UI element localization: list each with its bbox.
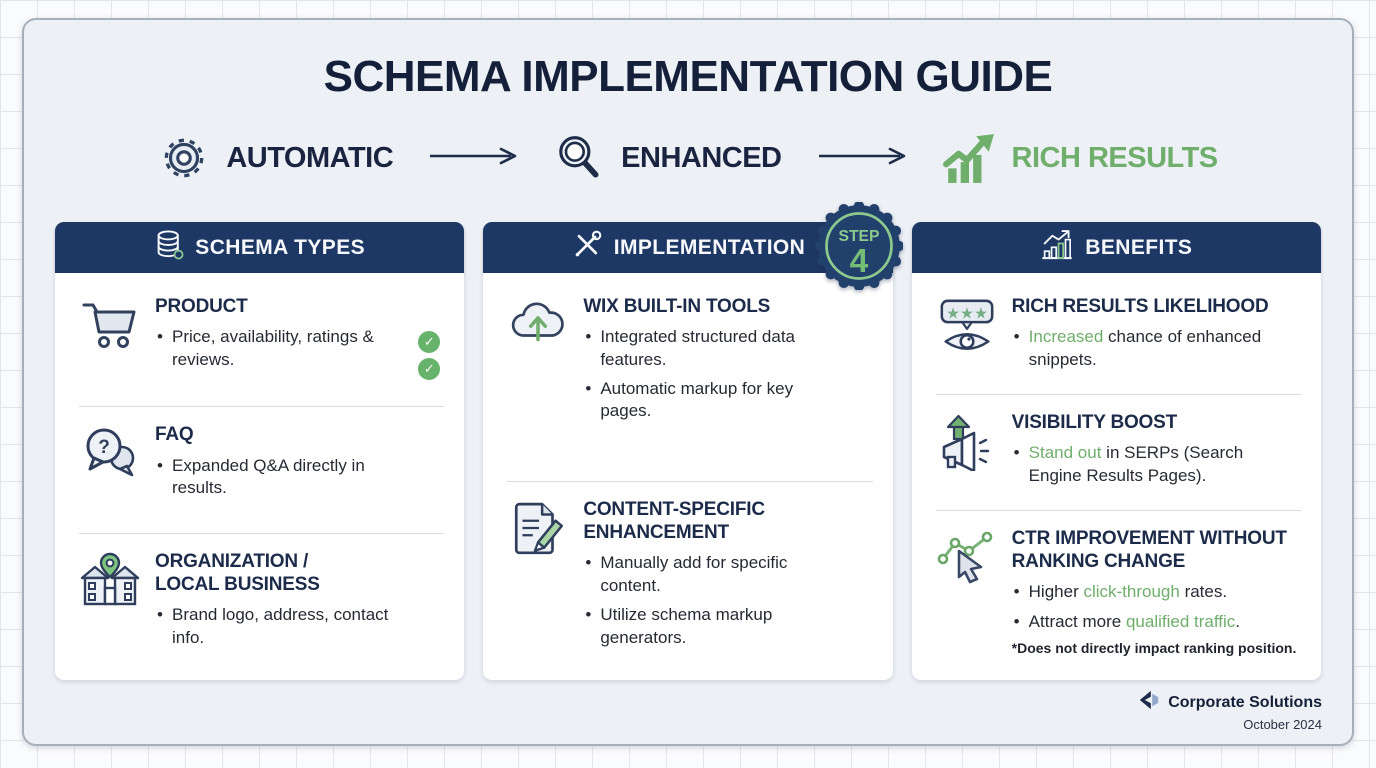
cart-icon xyxy=(79,295,141,380)
check-list: ✓ ✓ xyxy=(418,295,444,380)
implementation-body: WIX BUILT-IN TOOLS Integrated structured… xyxy=(483,273,893,680)
content-bullet-2: Utilize schema markup generators. xyxy=(583,604,872,649)
likelihood-bullet: Increased chance of enhanced snippets. xyxy=(1012,326,1301,371)
megaphone-arrow-icon xyxy=(936,411,998,494)
benefits-body: ★★★ RICH RESULTS LIKELIHOOD Increased ch… xyxy=(911,273,1321,680)
arrow-right-icon xyxy=(816,146,908,171)
benefits-card: BENEFITS ★★★ RIC xyxy=(911,222,1321,680)
content-enhancement-title: CONTENT-SPECIFIC ENHANCEMENT xyxy=(583,498,765,544)
faq-section: ? FAQ Expanded Q&A directly in results. xyxy=(79,406,445,520)
magnifier-icon xyxy=(553,132,605,184)
stars-eye-icon: ★★★ xyxy=(936,295,998,378)
visibility-title: VISIBILITY BOOST xyxy=(1011,411,1178,433)
cloud-upload-icon xyxy=(507,295,569,430)
visibility-bullet: Stand out in SERPs (Search Engine Result… xyxy=(1012,442,1301,487)
product-title: PRODUCT xyxy=(155,296,248,317)
line-chart-cursor-icon xyxy=(936,527,998,656)
ctr-title: CTR IMPROVEMENT WITHOUT RANKING CHANGE xyxy=(1011,527,1287,572)
rich-results-likelihood-section: ★★★ RICH RESULTS LIKELIHOOD Increased ch… xyxy=(936,279,1301,392)
faq-title: FAQ xyxy=(155,424,194,446)
benefits-title: BENEFITS xyxy=(1085,235,1193,259)
svg-text:?: ? xyxy=(98,437,110,458)
brand-date: October 2024 xyxy=(1243,717,1322,732)
content-bullet-1: Manually add for specific content. xyxy=(583,552,872,597)
ctr-bullet-2: Attract more qualified traffic. xyxy=(1012,611,1301,634)
svg-text:★★★: ★★★ xyxy=(946,305,988,322)
local-business-icon xyxy=(79,550,141,656)
brand-name: Corporate Solutions xyxy=(1168,693,1322,711)
svg-text:STEP: STEP xyxy=(838,228,879,245)
arrow-right-icon xyxy=(427,146,519,171)
check-icon: ✓ xyxy=(418,358,441,380)
product-bullet: Price, availability, ratings & reviews. xyxy=(155,326,404,371)
tools-icon xyxy=(571,229,603,267)
check-icon: ✓ xyxy=(418,331,441,353)
schema-types-body: PRODUCT Price, availability, ratings & r… xyxy=(55,273,465,680)
schema-types-title: SCHEMA TYPES xyxy=(195,235,366,259)
visibility-boost-section: VISIBILITY BOOST Stand out in SERPs (Sea… xyxy=(935,393,1301,508)
organization-section: ORGANIZATION / LOCAL BUSINESS Brand logo… xyxy=(79,532,445,670)
wix-bullet-1: Integrated structured data features. xyxy=(583,326,872,371)
schema-types-card: SCHEMA TYPES PRODUCT xyxy=(55,222,465,680)
faq-bullet: Expanded Q&A directly in results. xyxy=(155,455,444,500)
database-icon xyxy=(154,229,184,267)
content-enhancement-section: CONTENT-SPECIFIC ENHANCEMENT Manually ad… xyxy=(507,480,873,670)
document-pencil-icon xyxy=(507,498,569,656)
columns-row: SCHEMA TYPES PRODUCT xyxy=(55,200,1321,680)
step-badge: STEP 4 xyxy=(813,200,904,292)
ctr-improvement-section: CTR IMPROVEMENT WITHOUT RANKING CHANGE H… xyxy=(935,509,1301,670)
infographic-board: SCHEMA IMPLEMENTATION GUIDE AUTOMATIC xyxy=(22,18,1354,746)
process-flow: AUTOMATIC ENHANCED xyxy=(24,132,1352,184)
product-section: PRODUCT Price, availability, ratings & r… xyxy=(79,279,444,394)
wix-bullet-2: Automatic markup for key pages. xyxy=(583,378,872,423)
footer: Corporate Solutions October 2024 xyxy=(1137,689,1322,732)
wix-tools-title: WIX BUILT-IN TOOLS xyxy=(583,296,771,317)
flow-label-rich-results: RICH RESULTS xyxy=(1011,141,1219,174)
wix-tools-section: WIX BUILT-IN TOOLS Integrated structured… xyxy=(507,279,872,444)
benefits-header: BENEFITS xyxy=(911,222,1321,273)
flow-step-rich-results: RICH RESULTS xyxy=(942,133,1218,183)
schema-types-header: SCHEMA TYPES xyxy=(55,222,465,273)
brand-logo-icon xyxy=(1137,689,1161,716)
organization-title: ORGANIZATION / LOCAL BUSINESS xyxy=(155,550,320,595)
chat-question-icon: ? xyxy=(79,423,141,506)
bar-chart-arrow-icon xyxy=(1040,229,1074,267)
gear-icon xyxy=(158,132,210,184)
ctr-disclaimer: *Does not directly impact ranking positi… xyxy=(1011,640,1297,656)
page-title: SCHEMA IMPLEMENTATION GUIDE xyxy=(323,52,1053,101)
flow-step-enhanced: ENHANCED xyxy=(553,132,782,184)
flow-step-automatic: AUTOMATIC xyxy=(158,132,394,184)
growth-chart-icon xyxy=(942,133,996,183)
implementation-title: IMPLEMENTATION xyxy=(613,235,806,259)
svg-text:4: 4 xyxy=(849,243,868,280)
flow-label-enhanced: ENHANCED xyxy=(621,141,782,174)
ctr-bullet-1: Higher click-through rates. xyxy=(1012,581,1301,604)
likelihood-title: RICH RESULTS LIKELIHOOD xyxy=(1011,296,1269,317)
flow-label-automatic: AUTOMATIC xyxy=(226,141,394,174)
implementation-card: IMPLEMENTATION STEP 4 xyxy=(483,200,904,680)
organization-bullet: Brand logo, address, contact info. xyxy=(155,604,444,649)
